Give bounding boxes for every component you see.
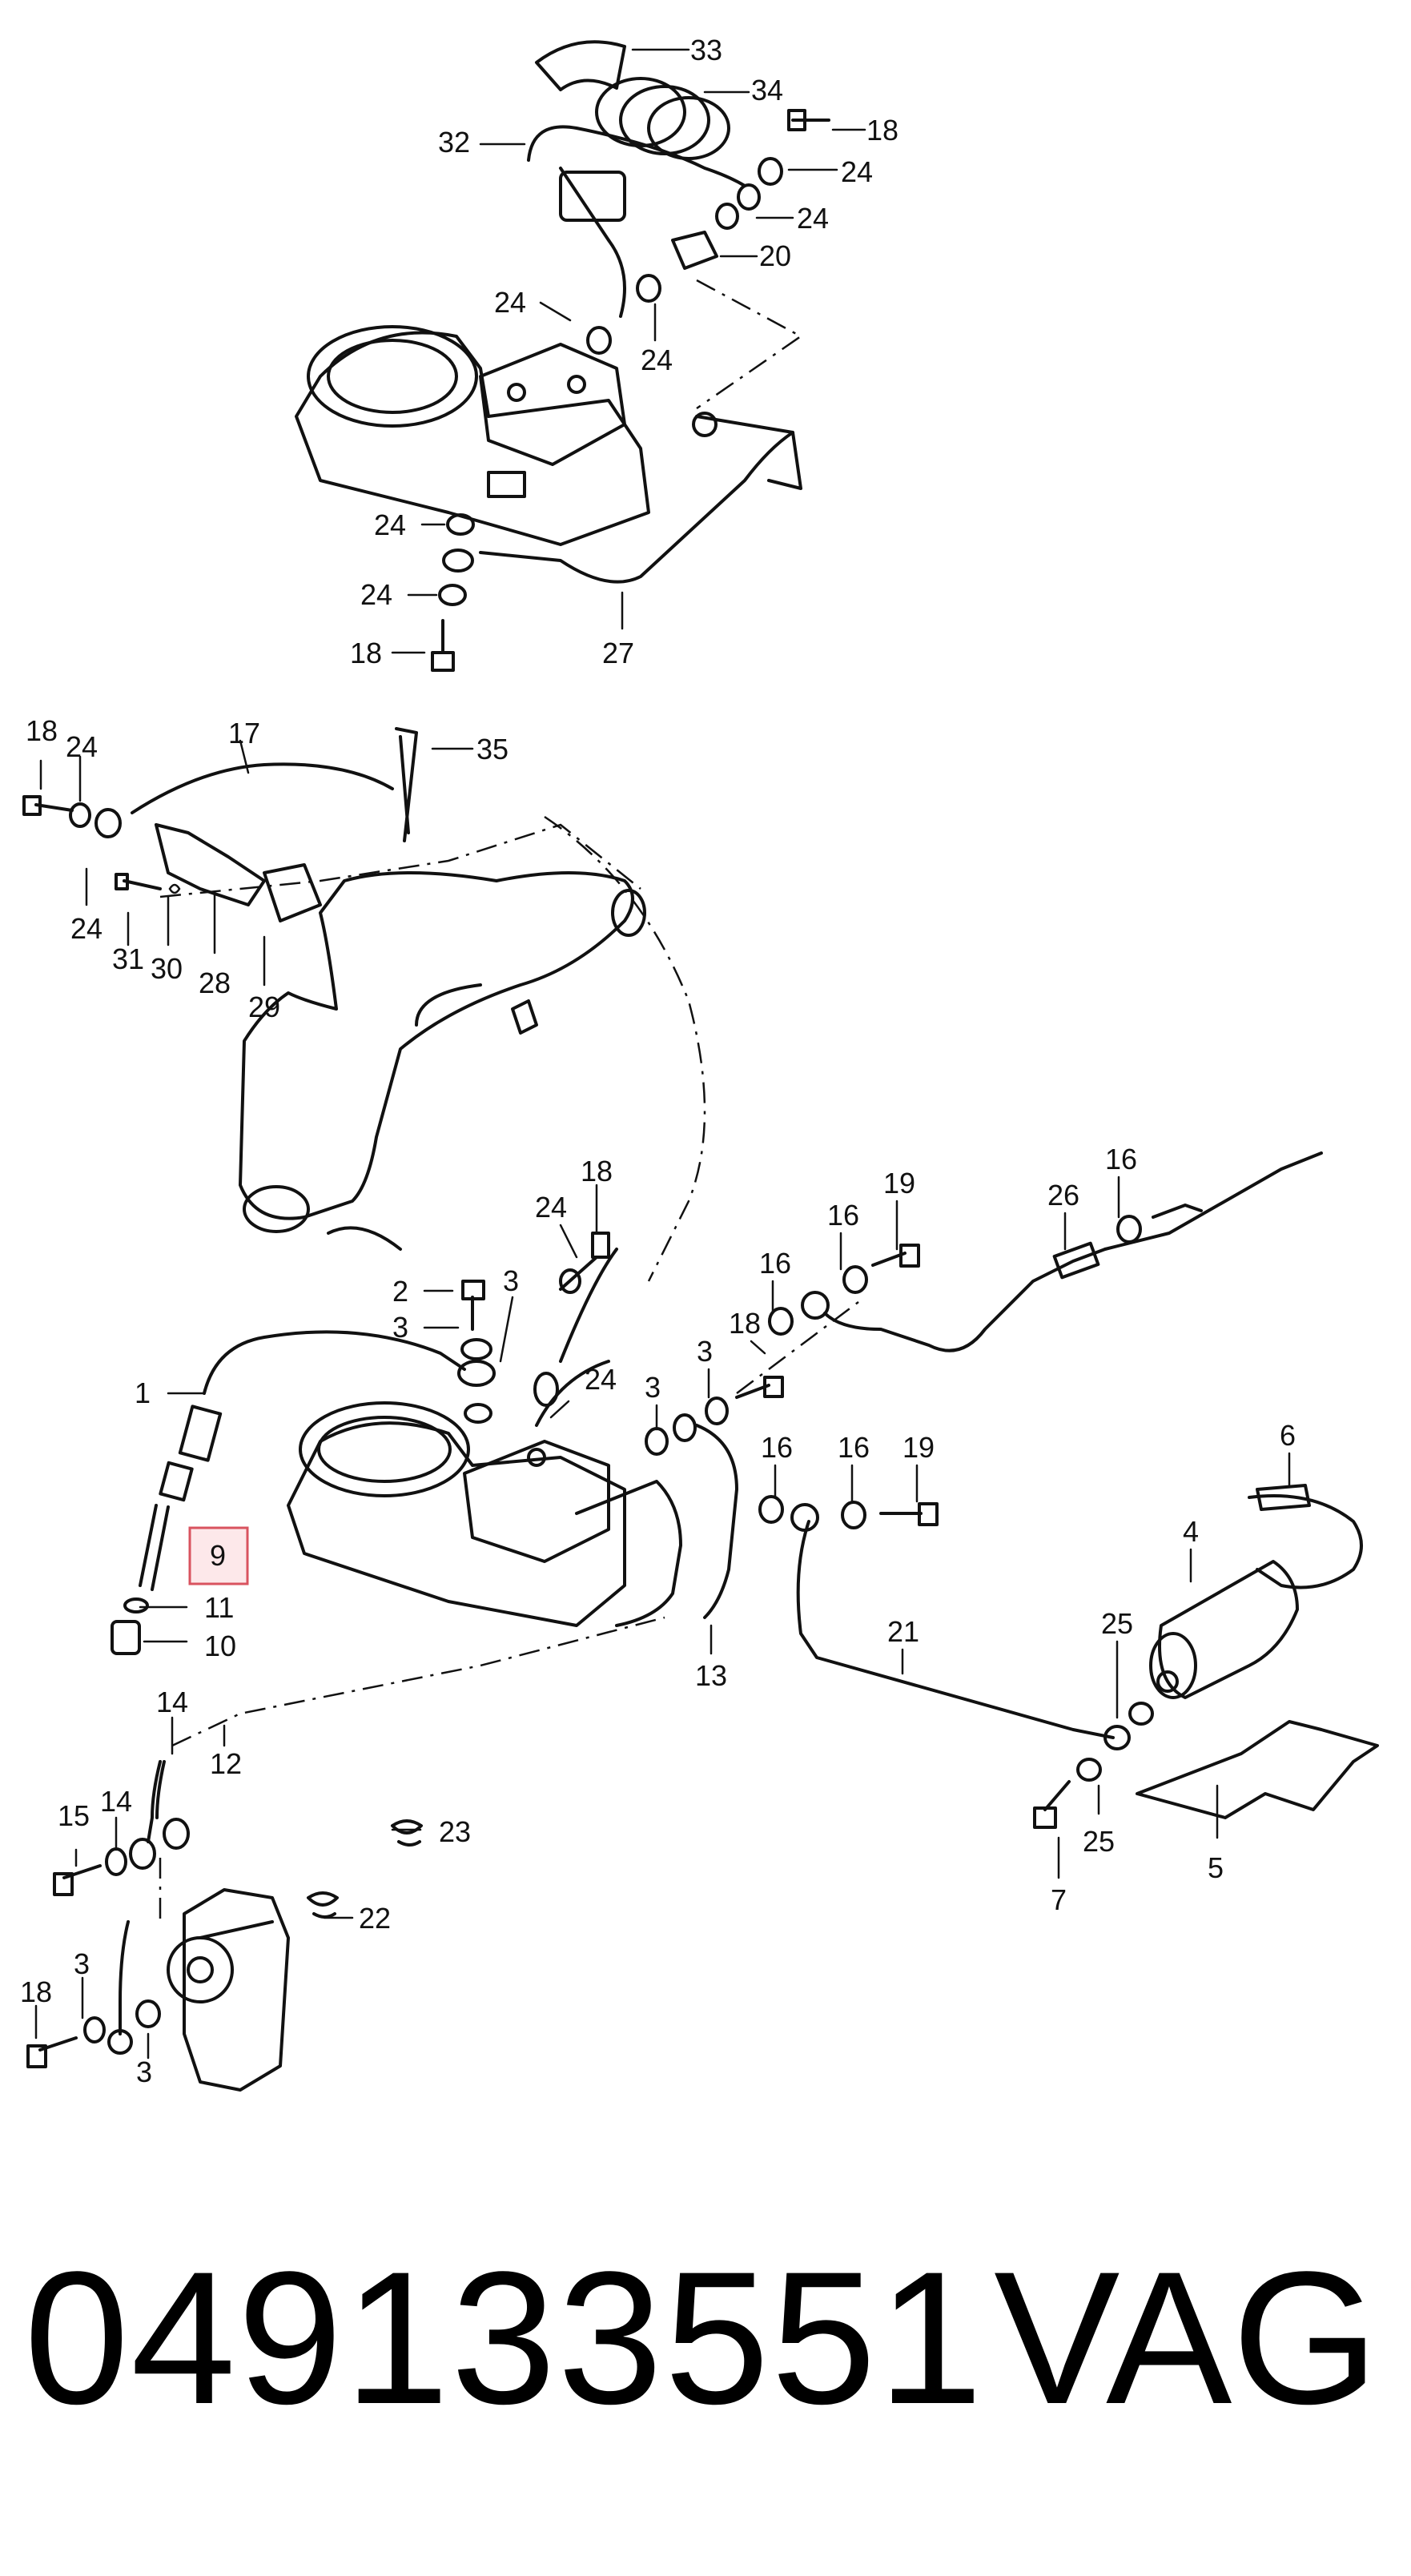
callout-25: 25 bbox=[1083, 1825, 1115, 1858]
callout-4: 4 bbox=[1183, 1515, 1199, 1548]
callout-18: 18 bbox=[729, 1307, 761, 1340]
top-assembly bbox=[295, 40, 830, 672]
callout-24: 24 bbox=[841, 155, 873, 188]
callout-6: 6 bbox=[1280, 1419, 1296, 1452]
callout-18: 18 bbox=[350, 637, 382, 669]
callout-30: 30 bbox=[151, 952, 183, 985]
part-number: 049133551 bbox=[24, 2232, 985, 2444]
highlight-box bbox=[188, 1526, 249, 1585]
callout-20: 20 bbox=[759, 239, 791, 272]
callout-33: 33 bbox=[690, 34, 722, 66]
callout-11: 11 bbox=[204, 1591, 234, 1624]
callout-16: 16 bbox=[761, 1431, 793, 1464]
callout-labels: 33 34 18 32 24 24 20 24 24 24 24 18 27 1… bbox=[20, 34, 1296, 2088]
callout-14: 14 bbox=[156, 1686, 188, 1718]
callout-23: 23 bbox=[439, 1815, 471, 1848]
callout-17: 17 bbox=[228, 717, 260, 749]
callout-19: 19 bbox=[902, 1431, 935, 1464]
callout-16: 16 bbox=[838, 1431, 870, 1464]
footer: 049133551 VAG bbox=[0, 2218, 1411, 2458]
callout-24: 24 bbox=[70, 912, 103, 945]
callout-16: 16 bbox=[759, 1247, 791, 1280]
callout-24: 24 bbox=[641, 344, 673, 376]
callout-12: 12 bbox=[210, 1747, 242, 1780]
callout-3: 3 bbox=[645, 1371, 661, 1404]
callout-27: 27 bbox=[602, 637, 634, 669]
lower-assembly bbox=[26, 1760, 423, 2092]
callout-24: 24 bbox=[360, 578, 392, 611]
callout-24: 24 bbox=[374, 508, 406, 541]
callout-32: 32 bbox=[438, 126, 470, 159]
callout-31: 31 bbox=[112, 942, 144, 975]
callout-35: 35 bbox=[476, 733, 509, 766]
callout-24: 24 bbox=[585, 1363, 617, 1396]
callout-15: 15 bbox=[58, 1799, 90, 1832]
callout-18: 18 bbox=[866, 114, 898, 147]
callout-1: 1 bbox=[135, 1376, 151, 1409]
callout-3: 3 bbox=[74, 1947, 90, 1980]
callout-16: 16 bbox=[1105, 1143, 1137, 1175]
callout-19: 19 bbox=[883, 1167, 915, 1200]
callout-14: 14 bbox=[100, 1785, 132, 1818]
callout-3: 3 bbox=[697, 1335, 713, 1368]
injector-line-17 bbox=[22, 762, 394, 922]
callout-3: 3 bbox=[503, 1264, 519, 1297]
callout-24: 24 bbox=[494, 286, 526, 319]
callout-18: 18 bbox=[581, 1155, 613, 1188]
callout-34: 34 bbox=[751, 74, 783, 106]
cable-tie-35 bbox=[395, 727, 418, 842]
middle-assembly bbox=[111, 1151, 1379, 1829]
connection-lines bbox=[159, 279, 866, 1922]
callout-18: 18 bbox=[26, 714, 58, 747]
callout-7: 7 bbox=[1051, 1883, 1067, 1916]
callout-18: 18 bbox=[20, 1975, 52, 2008]
callout-24: 24 bbox=[797, 202, 829, 235]
callout-24: 24 bbox=[535, 1191, 567, 1224]
callout-25: 25 bbox=[1101, 1607, 1133, 1640]
leader-lines bbox=[34, 48, 1291, 2060]
callout-3: 3 bbox=[136, 2056, 152, 2088]
parts-exploded-diagram: 33 34 18 32 24 24 20 24 24 24 24 18 27 1… bbox=[20, 34, 1379, 2092]
callout-22: 22 bbox=[359, 1902, 391, 1935]
callout-26: 26 bbox=[1047, 1179, 1079, 1212]
callout-13: 13 bbox=[695, 1659, 727, 1692]
callout-29: 29 bbox=[248, 991, 280, 1023]
callout-16: 16 bbox=[827, 1199, 859, 1232]
callout-2: 2 bbox=[392, 1275, 408, 1308]
callout-10: 10 bbox=[204, 1630, 236, 1662]
callout-5: 5 bbox=[1208, 1851, 1224, 1884]
callout-21: 21 bbox=[887, 1615, 919, 1648]
callout-3: 3 bbox=[392, 1311, 408, 1344]
callout-24: 24 bbox=[66, 730, 98, 763]
brand-name: VAG bbox=[994, 2232, 1379, 2444]
callout-9: 9 bbox=[210, 1539, 226, 1572]
callout-28: 28 bbox=[199, 967, 231, 999]
intake-manifold bbox=[239, 871, 646, 1251]
